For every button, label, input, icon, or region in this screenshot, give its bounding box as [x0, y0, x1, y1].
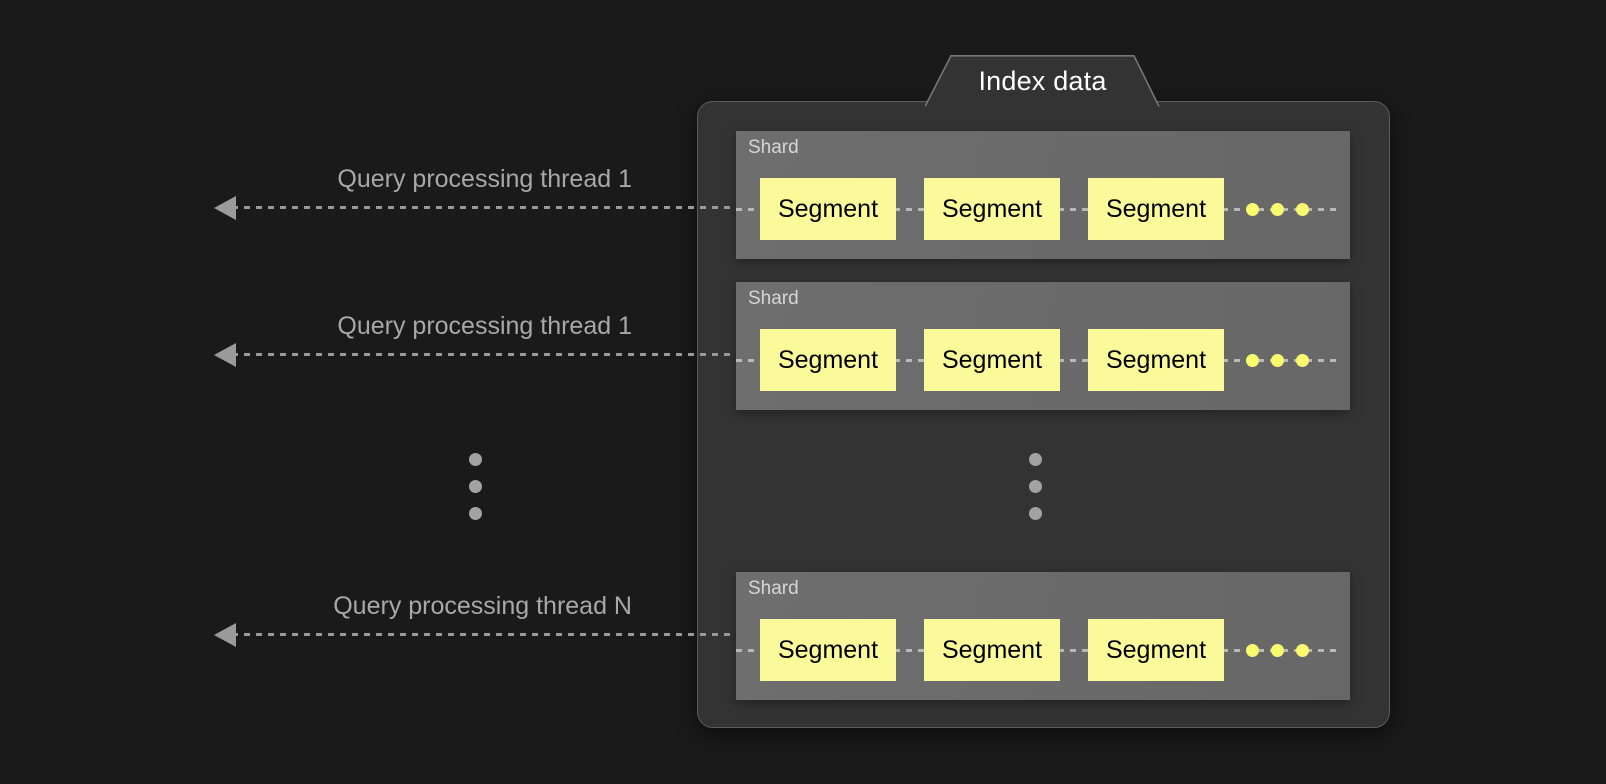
segment-ellipsis-dot [1246, 644, 1259, 657]
thread-label-2: Query processing thread 1 [337, 312, 632, 340]
thread-vertical-ellipsis [469, 453, 482, 520]
segment-ellipsis-dot [1271, 354, 1284, 367]
segment-ellipsis-dot [1271, 644, 1284, 657]
segment-box: Segment [1088, 619, 1224, 681]
thread-label-1: Query processing thread 1 [337, 165, 632, 193]
ellipsis-dot [469, 453, 482, 466]
ellipsis-dot [469, 480, 482, 493]
thread-arrow-head-2 [214, 343, 236, 367]
shard-vertical-ellipsis [1029, 453, 1042, 520]
segment-connector [1058, 649, 1090, 652]
shard-label: Shard [748, 137, 799, 158]
segment-connector [894, 649, 926, 652]
segment-ellipsis-dot [1296, 354, 1309, 367]
segment-box: Segment [760, 329, 896, 391]
segment-ellipsis-dot [1246, 354, 1259, 367]
shard-label: Shard [748, 288, 799, 309]
segment-connector [894, 359, 926, 362]
shard-entry-connector [736, 649, 762, 652]
segment-box: Segment [760, 619, 896, 681]
segment-box: Segment [924, 178, 1060, 240]
segment-ellipsis-dot [1246, 203, 1259, 216]
shard-row-1: Shard Segment Segment Segment [736, 131, 1350, 259]
segment-box: Segment [1088, 178, 1224, 240]
shard-entry-connector [736, 208, 762, 211]
ellipsis-dot [1029, 507, 1042, 520]
thread-arrow-line-2 [232, 353, 744, 356]
ellipsis-dot [469, 507, 482, 520]
shard-row-3: Shard Segment Segment Segment [736, 572, 1350, 700]
segment-connector [1058, 208, 1090, 211]
thread-arrow-head-3 [214, 623, 236, 647]
segment-ellipsis-dot [1271, 203, 1284, 216]
ellipsis-dot [1029, 480, 1042, 493]
shard-row-2: Shard Segment Segment Segment [736, 282, 1350, 410]
segment-box: Segment [924, 329, 1060, 391]
segment-box: Segment [1088, 329, 1224, 391]
index-data-title: Index data [978, 65, 1107, 96]
thread-label-3: Query processing thread N [333, 592, 632, 620]
ellipsis-dot [1029, 453, 1042, 466]
segment-ellipsis-dot [1296, 644, 1309, 657]
segment-box: Segment [760, 178, 896, 240]
segment-connector [1058, 359, 1090, 362]
thread-arrow-line-1 [232, 206, 744, 209]
shard-entry-connector [736, 359, 762, 362]
segment-box: Segment [924, 619, 1060, 681]
thread-arrow-line-3 [232, 633, 744, 636]
shard-label: Shard [748, 578, 799, 599]
thread-arrow-head-1 [214, 196, 236, 220]
segment-ellipsis-dot [1296, 203, 1309, 216]
segment-connector [894, 208, 926, 211]
